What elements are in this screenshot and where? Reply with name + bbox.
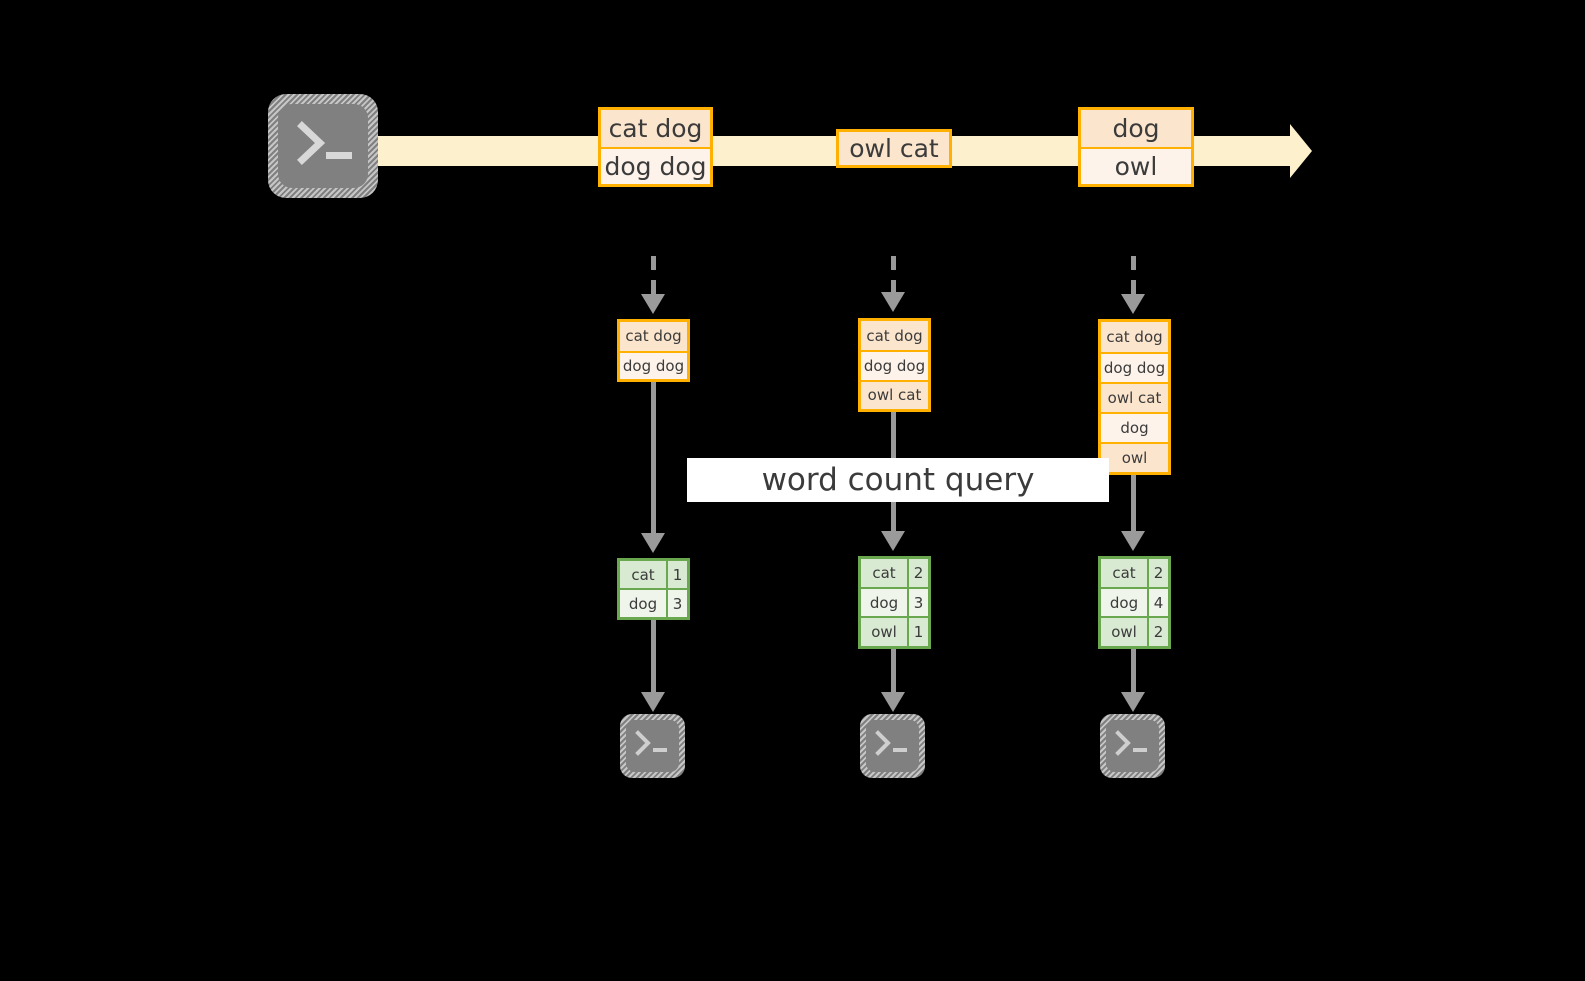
word-cell: dog — [628, 594, 658, 613]
table-row: dog 3 — [620, 588, 687, 617]
snapshot-row: dog dog — [861, 350, 928, 380]
terminal-screen — [866, 720, 919, 772]
snapshot-row: dog dog — [620, 350, 687, 379]
terminal-prompt-icon — [875, 730, 907, 756]
stream-element-3[interactable]: dog owl — [1078, 107, 1194, 187]
snapshot-row: owl cat — [861, 379, 928, 409]
count-cell: 3 — [907, 588, 928, 617]
snapshot-tap-arrowhead-3 — [1121, 294, 1145, 314]
count-cell: 4 — [1147, 588, 1168, 617]
count-cell: 2 — [1147, 618, 1168, 647]
output-arrowhead-2 — [881, 692, 905, 712]
word-cell: owl — [1111, 623, 1137, 642]
snapshot-tap-arrowhead-1 — [641, 294, 665, 314]
query-line-1 — [651, 382, 656, 533]
word-cell: cat — [872, 563, 896, 582]
word-cell: cat — [1112, 563, 1136, 582]
stream-element-2[interactable]: owl cat — [836, 129, 952, 168]
table-row: owl 2 — [1101, 616, 1168, 647]
table-row: owl 1 — [861, 616, 928, 647]
snapshot-box-1[interactable]: cat dog dog dog — [617, 319, 690, 382]
count-cell: 2 — [1147, 559, 1168, 587]
snapshot-row: dog — [1101, 412, 1168, 442]
count-cell: 1 — [907, 618, 928, 647]
snapshot-row: dog dog — [1101, 352, 1168, 382]
count-cell: 2 — [907, 559, 928, 587]
consumer-terminal-icon-3[interactable] — [1100, 714, 1165, 778]
snapshot-box-3[interactable]: cat dog dog dog owl cat dog owl — [1098, 319, 1171, 475]
query-arrowhead-3 — [1121, 531, 1145, 551]
query-label: word count query — [687, 458, 1109, 502]
query-arrowhead-1 — [641, 533, 665, 553]
output-arrowhead-3 — [1121, 692, 1145, 712]
stream-element-row: owl cat — [839, 132, 949, 165]
output-arrowhead-1 — [641, 692, 665, 712]
stream-arrow-head — [1290, 124, 1312, 178]
word-cell: owl — [871, 623, 897, 642]
stream-element-row: cat dog — [601, 110, 710, 147]
word-cell: dog — [1109, 593, 1139, 612]
snapshot-row: cat dog — [1101, 322, 1168, 352]
terminal-prompt-icon — [1115, 730, 1147, 756]
output-line-1 — [651, 620, 656, 692]
consumer-terminal-icon-2[interactable] — [860, 714, 925, 778]
result-table-2[interactable]: cat 2 dog 3 owl 1 — [858, 556, 931, 649]
result-table-3[interactable]: cat 2 dog 4 owl 2 — [1098, 556, 1171, 649]
terminal-screen — [278, 104, 368, 188]
output-line-3 — [1131, 649, 1136, 692]
stream-element-row: owl — [1081, 147, 1191, 184]
count-cell: 3 — [666, 590, 687, 617]
snapshot-tap-arrowhead-2 — [881, 292, 905, 312]
table-row: cat 2 — [1101, 559, 1168, 587]
snapshot-box-2[interactable]: cat dog dog dog owl cat — [858, 318, 931, 412]
terminal-screen — [626, 720, 679, 772]
snapshot-tap-line-3 — [1131, 256, 1136, 294]
stream-element-1[interactable]: cat dog dog dog — [598, 107, 713, 187]
consumer-terminal-icon-1[interactable] — [620, 714, 685, 778]
terminal-prompt-icon — [635, 730, 667, 756]
table-row: dog 4 — [1101, 586, 1168, 617]
stream-element-row: dog dog — [601, 147, 710, 184]
snapshot-row: owl cat — [1101, 382, 1168, 412]
table-row: dog 3 — [861, 586, 928, 617]
terminal-prompt-icon — [297, 121, 352, 165]
output-line-2 — [891, 649, 896, 692]
table-row: cat 2 — [861, 559, 928, 587]
snapshot-row: owl — [1101, 442, 1168, 472]
snapshot-tap-line-2 — [891, 256, 896, 292]
snapshot-tap-line-1 — [651, 256, 656, 294]
word-cell: cat — [631, 565, 655, 584]
word-cell: dog — [869, 593, 899, 612]
stream-element-row: dog — [1081, 110, 1191, 147]
query-line-3 — [1131, 475, 1136, 531]
count-cell: 1 — [666, 561, 687, 588]
result-table-1[interactable]: cat 1 dog 3 — [617, 558, 690, 620]
producer-terminal-icon[interactable] — [268, 94, 378, 198]
table-row: cat 1 — [620, 561, 687, 588]
snapshot-row: cat dog — [620, 322, 687, 351]
snapshot-row: cat dog — [861, 321, 928, 351]
query-arrowhead-2 — [881, 531, 905, 551]
terminal-screen — [1106, 720, 1159, 772]
